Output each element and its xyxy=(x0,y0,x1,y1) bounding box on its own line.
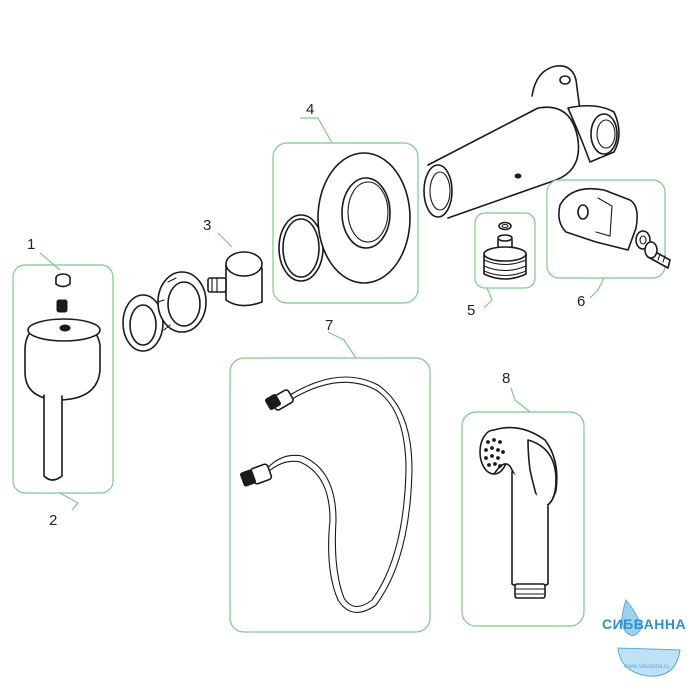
part-5-label: 5 xyxy=(467,302,475,319)
part-8-label: 8 xyxy=(502,370,510,387)
part-3-cartridge: 3 xyxy=(203,217,263,307)
part-7-hose: 7 xyxy=(229,317,431,633)
leader-6 xyxy=(589,277,605,299)
part-7-frame xyxy=(229,357,431,633)
part-3-label: 3 xyxy=(203,217,211,234)
part-7-label: 7 xyxy=(325,317,333,334)
part-2-label: 2 xyxy=(49,512,57,529)
brand-name: СИБВАННА xyxy=(602,616,686,632)
part-6-wall-holder: 6 xyxy=(546,179,671,310)
part-2-handle: 2 xyxy=(12,264,114,529)
leader-7 xyxy=(327,331,357,359)
leader-4 xyxy=(300,117,333,144)
part-2-frame xyxy=(12,264,114,494)
leader-3 xyxy=(217,232,233,248)
part-8-frame xyxy=(461,411,585,627)
bathtub-logo xyxy=(617,647,681,677)
part-8-hand-shower: 8 xyxy=(461,370,585,627)
leader-1 xyxy=(39,252,61,271)
part-4-label: 4 xyxy=(306,101,314,118)
part-5-frame xyxy=(474,212,536,289)
brand-watermark: СИБВАННА www.sibvanna.ru xyxy=(602,598,686,677)
brand-url: www.sibvanna.ru xyxy=(623,664,669,670)
part-5-connector: 5 xyxy=(467,212,536,319)
leader-8 xyxy=(510,387,531,413)
part-6-label: 6 xyxy=(577,293,585,310)
leader-2 xyxy=(59,492,79,511)
part-6-frame xyxy=(546,179,666,279)
part-1-screw: 1 xyxy=(27,236,71,313)
part-4-frame xyxy=(272,142,419,304)
sleeve-rings xyxy=(122,271,207,352)
leader-5 xyxy=(483,287,493,309)
part-1-label: 1 xyxy=(27,236,35,253)
part-4-escutcheon: 4 xyxy=(272,101,419,304)
water-drop-logo xyxy=(621,598,641,636)
spray-holes xyxy=(484,438,505,468)
mixer-body xyxy=(423,64,620,219)
